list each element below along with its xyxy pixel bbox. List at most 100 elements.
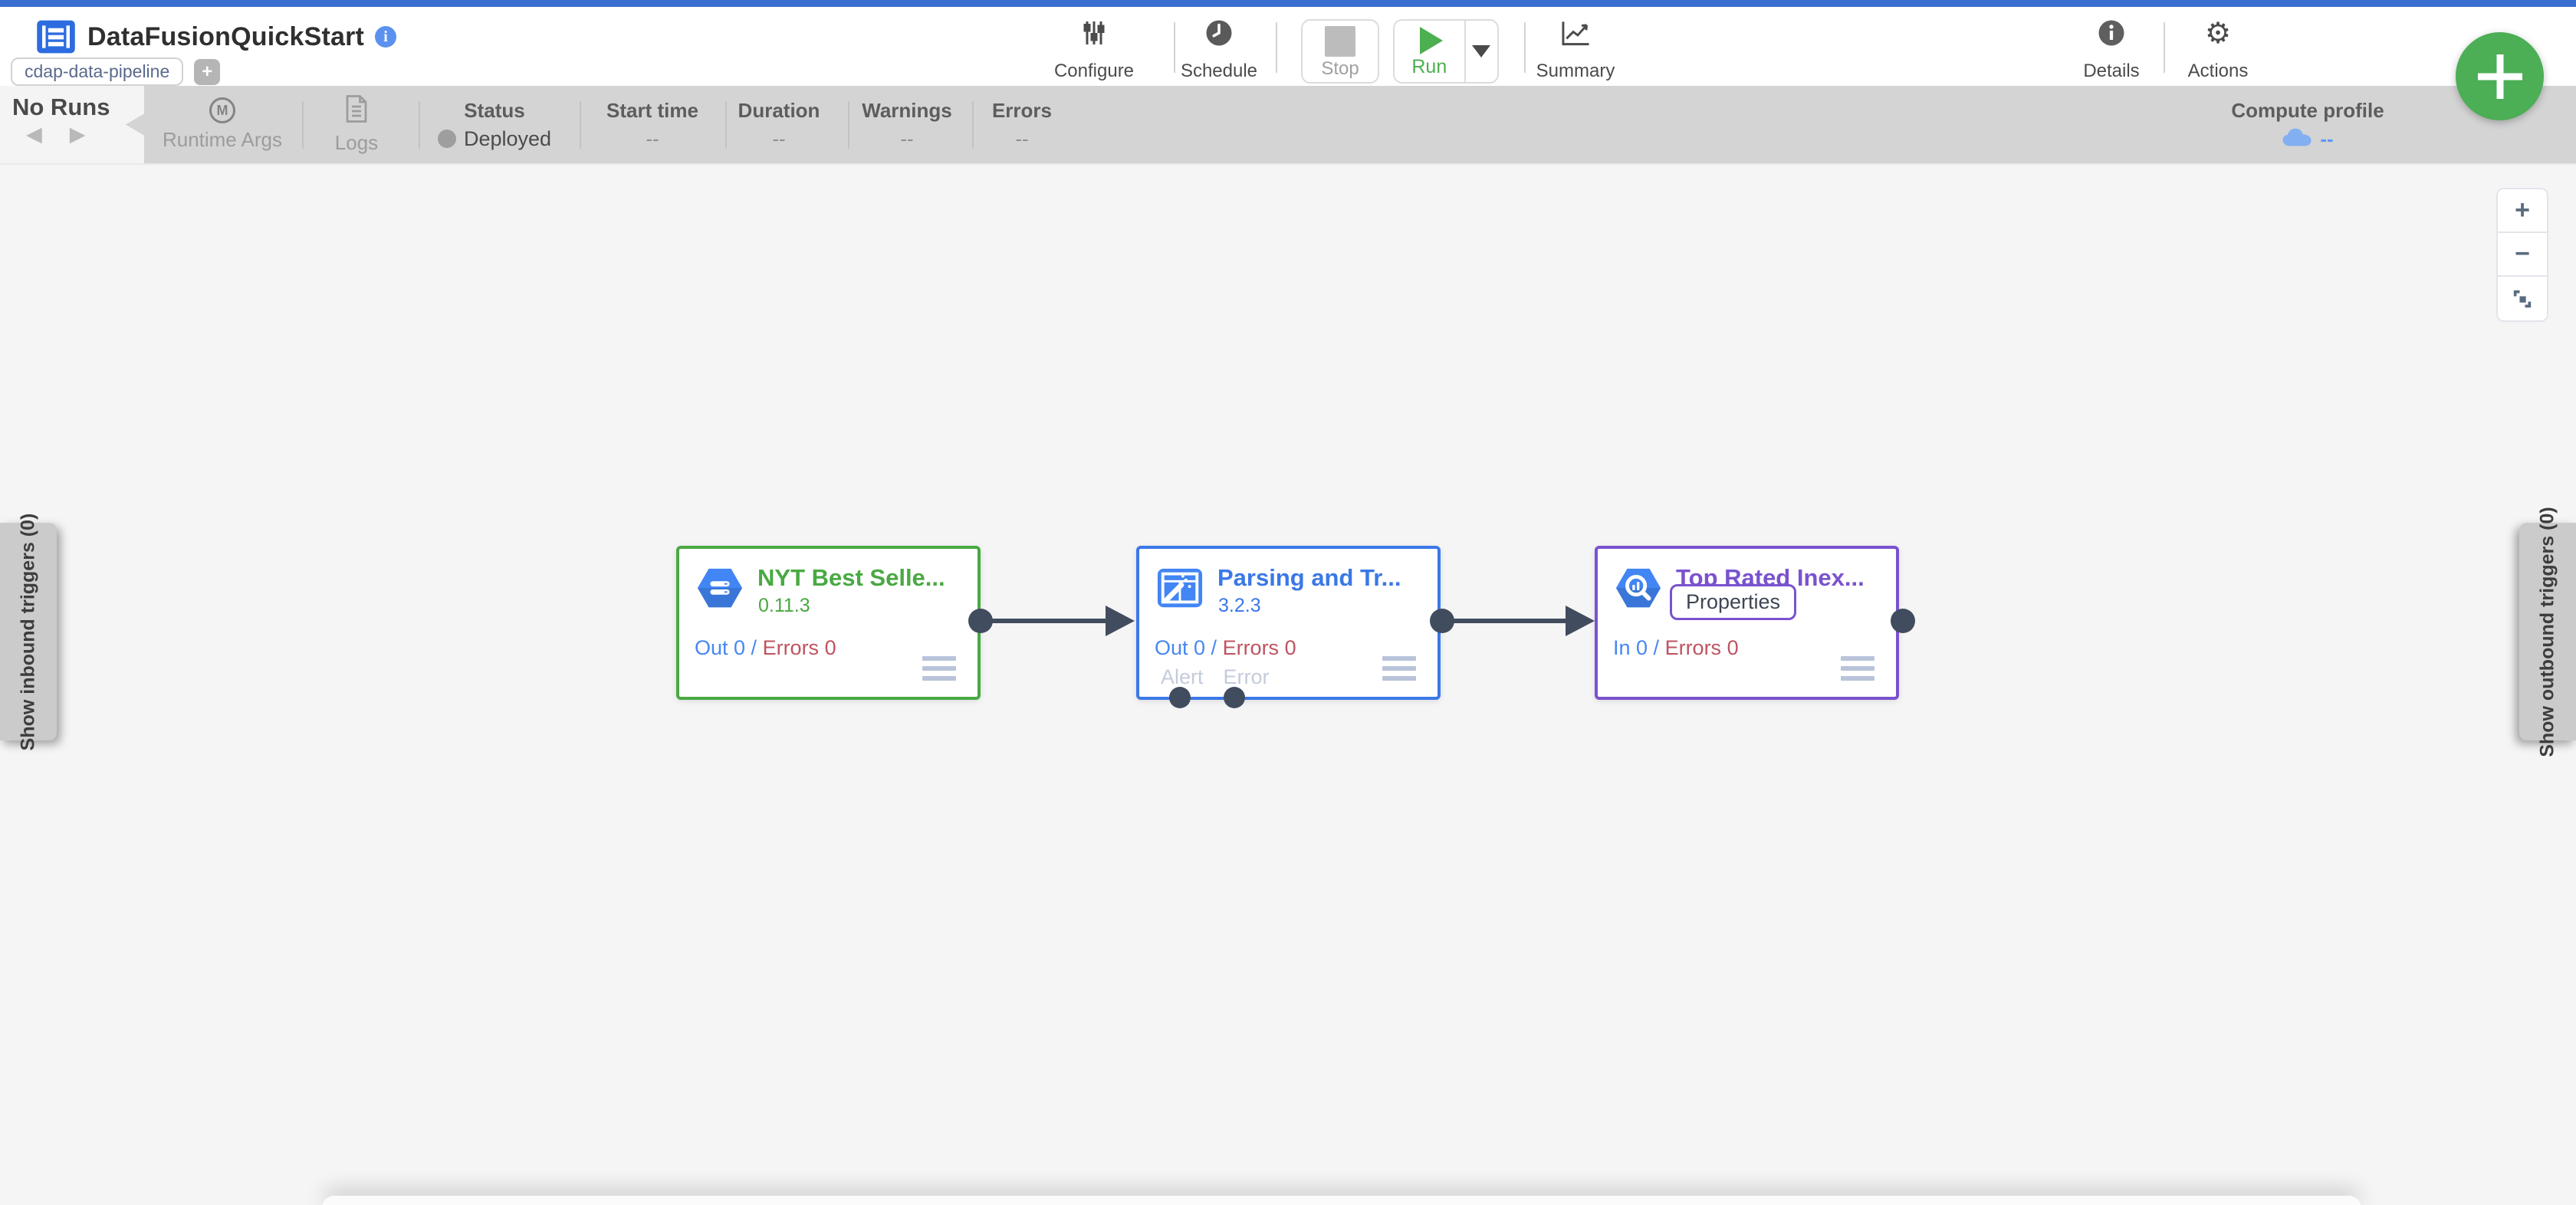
metric-in: In 0 bbox=[1613, 636, 1648, 659]
details-label: Details bbox=[2083, 61, 2140, 81]
pipeline-type-tag: cdap-data-pipeline bbox=[11, 57, 184, 86]
transform-alert-port[interactable] bbox=[1169, 687, 1191, 708]
logs-label: Logs bbox=[334, 130, 379, 154]
duration-stat: Duration -- bbox=[718, 86, 840, 163]
run-status-bar: No Runs ◀ ▶ M Runtime Args Logs Status D… bbox=[0, 86, 2576, 163]
page-title: DataFusionQuickStart bbox=[87, 21, 365, 51]
warnings-label: Warnings bbox=[862, 98, 952, 122]
add-entity-fab-button[interactable] bbox=[2456, 32, 2544, 120]
fit-to-screen-button[interactable] bbox=[2498, 277, 2547, 320]
duration-value: -- bbox=[772, 126, 786, 150]
details-button[interactable]: Details bbox=[2046, 18, 2177, 82]
edge-source-to-transform bbox=[985, 619, 1108, 623]
status-stat: Status Deployed bbox=[414, 86, 575, 163]
edge-transform-to-sink bbox=[1447, 619, 1568, 623]
runtime-args-button[interactable]: M Runtime Args bbox=[153, 86, 291, 163]
node-metrics: In 0 / Errors 0 bbox=[1613, 636, 1739, 660]
run-options-dropdown[interactable] bbox=[1464, 21, 1497, 82]
top-accent-strip bbox=[0, 0, 2576, 7]
start-time-stat: Start time -- bbox=[580, 86, 725, 163]
node-source[interactable]: NYT Best Selle... 0.11.3 Out 0 / Errors … bbox=[676, 546, 981, 700]
node-transform[interactable]: Parsing and Tr... 3.2.3 Out 0 / Errors 0… bbox=[1136, 546, 1441, 700]
run-button[interactable]: Run bbox=[1395, 21, 1464, 82]
next-run-button[interactable]: ▶ bbox=[69, 123, 86, 146]
compute-profile-value: -- bbox=[2320, 126, 2334, 150]
current-run-tab: No Runs ◀ ▶ bbox=[0, 86, 144, 163]
info-circle-icon bbox=[2098, 18, 2125, 48]
inbound-triggers-tab[interactable]: Show inbound triggers (0) bbox=[0, 513, 57, 750]
node-title: NYT Best Selle... bbox=[757, 564, 945, 591]
pipeline-tag-row: cdap-data-pipeline + bbox=[11, 57, 221, 86]
sliders-icon bbox=[1080, 18, 1108, 48]
compute-profile[interactable]: Compute profile -- bbox=[2208, 86, 2407, 163]
node-menu-button[interactable] bbox=[1841, 656, 1875, 681]
stop-icon bbox=[1325, 26, 1355, 57]
configure-label: Configure bbox=[1053, 61, 1135, 81]
errors-value: -- bbox=[1015, 126, 1029, 150]
node-sink[interactable]: Top Rated Inex... Properties In 0 / Erro… bbox=[1595, 546, 1899, 700]
runbar-separator bbox=[419, 101, 420, 149]
toolbar-separator bbox=[1524, 22, 1526, 73]
run-button-group: Run bbox=[1393, 19, 1499, 84]
stop-button[interactable]: Stop bbox=[1301, 19, 1379, 84]
metric-separator: / bbox=[1648, 636, 1665, 659]
properties-button[interactable]: Properties bbox=[1670, 584, 1797, 620]
macro-icon: M bbox=[209, 97, 235, 123]
actions-label: Actions bbox=[2187, 61, 2249, 81]
zoom-out-button[interactable]: − bbox=[2498, 233, 2547, 277]
pipeline-info-icon[interactable]: i bbox=[375, 26, 397, 48]
runbar-separator bbox=[848, 101, 849, 149]
metric-separator: / bbox=[745, 636, 763, 659]
metric-errors: Errors 0 bbox=[1664, 636, 1739, 659]
runbar-separator bbox=[580, 101, 581, 149]
warnings-value: -- bbox=[900, 126, 914, 150]
node-menu-button[interactable] bbox=[1382, 656, 1416, 681]
runbar-separator bbox=[302, 101, 304, 149]
chart-line-icon bbox=[1561, 18, 1590, 48]
summary-button[interactable]: Summary bbox=[1510, 18, 1641, 82]
status-stat-value: Deployed bbox=[463, 126, 552, 150]
actions-button[interactable]: ⚙ Actions bbox=[2153, 18, 2283, 82]
sink-output-port[interactable] bbox=[1891, 609, 1915, 633]
compute-profile-label: Compute profile bbox=[2231, 98, 2384, 122]
add-tag-button[interactable]: + bbox=[194, 58, 221, 85]
previous-run-button[interactable]: ◀ bbox=[26, 123, 42, 146]
pipeline-title-row: DataFusionQuickStart i bbox=[35, 16, 397, 57]
transform-error-port[interactable] bbox=[1224, 687, 1245, 708]
schedule-button[interactable]: Schedule bbox=[1154, 18, 1284, 82]
chevron-down-icon bbox=[1472, 45, 1491, 57]
transform-output-port[interactable] bbox=[1430, 609, 1454, 633]
configure-button[interactable]: Configure bbox=[1029, 18, 1159, 82]
runtime-args-label: Runtime Args bbox=[162, 128, 283, 151]
gear-icon: ⚙ bbox=[2204, 17, 2232, 50]
errors-stat: Errors -- bbox=[968, 86, 1076, 163]
zoom-in-button[interactable]: + bbox=[2498, 189, 2547, 233]
bigquery-hexagon-icon bbox=[1615, 568, 1661, 608]
metric-errors: Errors 0 bbox=[762, 636, 836, 659]
warnings-stat: Warnings -- bbox=[843, 86, 971, 163]
pipeline-header: DataFusionQuickStart i cdap-data-pipelin… bbox=[0, 7, 2576, 86]
play-icon bbox=[1420, 26, 1444, 54]
toolbar-separator bbox=[2164, 22, 2165, 73]
errors-label: Errors bbox=[991, 98, 1053, 122]
stop-label: Stop bbox=[1321, 58, 1359, 79]
cdap-logo-icon bbox=[37, 20, 75, 54]
outbound-triggers-tab[interactable]: Show outbound triggers (0) bbox=[2519, 507, 2576, 757]
node-port-labels: Alert Error bbox=[1161, 665, 1270, 689]
inbound-triggers-label: Show inbound triggers (0) bbox=[17, 513, 39, 750]
outbound-triggers-label: Show outbound triggers (0) bbox=[2536, 506, 2558, 757]
start-time-label: Start time bbox=[606, 98, 698, 122]
pipeline-canvas[interactable]: + − Show inbound triggers (0) Show outbo… bbox=[0, 163, 2576, 1205]
runbar-separator bbox=[972, 101, 974, 149]
node-title: Parsing and Tr... bbox=[1217, 564, 1401, 591]
source-output-port[interactable] bbox=[968, 609, 993, 633]
wrangler-wand-icon bbox=[1157, 568, 1203, 608]
logs-button[interactable]: Logs bbox=[310, 86, 402, 163]
toolbar-separator bbox=[1276, 22, 1277, 73]
edge-arrowhead bbox=[1566, 606, 1595, 636]
toolbar-separator bbox=[1174, 22, 1175, 73]
alert-port-label: Alert bbox=[1161, 665, 1204, 688]
metric-errors: Errors 0 bbox=[1222, 636, 1296, 659]
node-menu-button[interactable] bbox=[922, 656, 956, 681]
status-dot bbox=[437, 130, 456, 148]
